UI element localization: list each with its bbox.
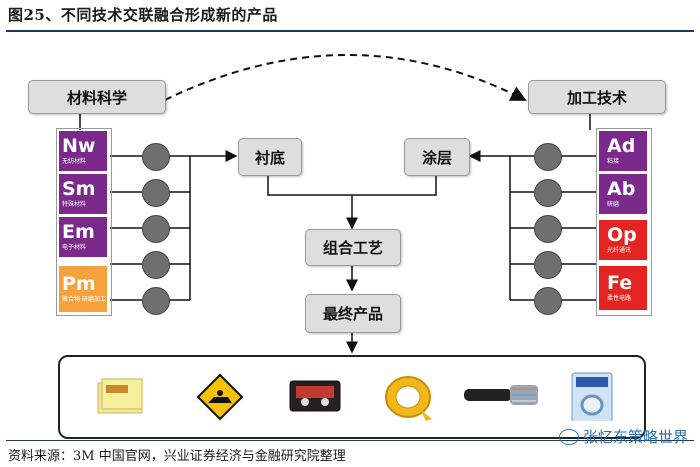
cable-image — [464, 385, 538, 405]
left-node — [142, 179, 170, 207]
right-node — [534, 179, 562, 207]
scotch-tape-package-image — [571, 372, 613, 421]
tile-ad: Ad 粘接 — [599, 131, 647, 171]
masking-tape-image — [385, 376, 432, 421]
tile-op: Op 光纤通讯 — [599, 220, 647, 260]
coating-label: 涂层 — [421, 148, 452, 167]
tile-ab: Ab 研磨 — [599, 174, 647, 214]
watermark-text: 张忆东策略世界 — [582, 428, 688, 446]
dashed-arc — [148, 54, 527, 114]
sticky-notes-image — [97, 378, 143, 414]
right-node — [534, 251, 562, 279]
source-note: 资料来源：3M 中国官网，兴业证券经济与金融研究院整理 — [8, 449, 346, 464]
tile-sm: Sm 特殊材料 — [59, 174, 107, 214]
assembly-label: 组合工艺 — [322, 239, 383, 257]
processing-tech-box: 加工技术 — [528, 80, 666, 114]
wechat-logo-icon — [558, 428, 579, 445]
left-node — [142, 143, 170, 171]
materials-science-box: 材料科学 — [28, 80, 166, 114]
tile-em: Em 电子材料 — [59, 217, 107, 257]
right-tile-group — [596, 128, 652, 316]
products-panel — [58, 355, 646, 439]
title-rule — [6, 30, 694, 32]
coating-box: 涂层 — [404, 138, 470, 176]
substrate-box: 衬底 — [238, 138, 302, 176]
watermark: 张忆东策略世界 — [558, 426, 688, 447]
right-node — [534, 215, 562, 243]
processing-tech-label: 加工技术 — [566, 88, 627, 107]
tile-fe: Fe 柔性电路 — [599, 266, 647, 310]
left-node — [142, 251, 170, 279]
bottom-rule — [6, 440, 694, 441]
assembly-box: 组合工艺 — [305, 229, 401, 266]
tile-nw: Nw 无纺材料 — [59, 131, 107, 171]
materials-science-label: 材料科学 — [66, 88, 127, 107]
left-tile-group — [56, 128, 112, 316]
right-node — [534, 287, 562, 315]
left-node — [142, 287, 170, 315]
road-sign-image — [196, 373, 244, 421]
right-node — [534, 143, 562, 171]
left-node — [142, 215, 170, 243]
tile-pm: Pm 聚合物 研磨加工 — [59, 266, 107, 312]
substrate-label: 衬底 — [254, 148, 285, 167]
cassette-tape-image — [289, 380, 341, 412]
final-product-label: 最终产品 — [322, 305, 383, 323]
figure-title: 图25、不同技术交联融合形成新的产品 — [8, 6, 278, 24]
final-product-box: 最终产品 — [305, 294, 401, 333]
